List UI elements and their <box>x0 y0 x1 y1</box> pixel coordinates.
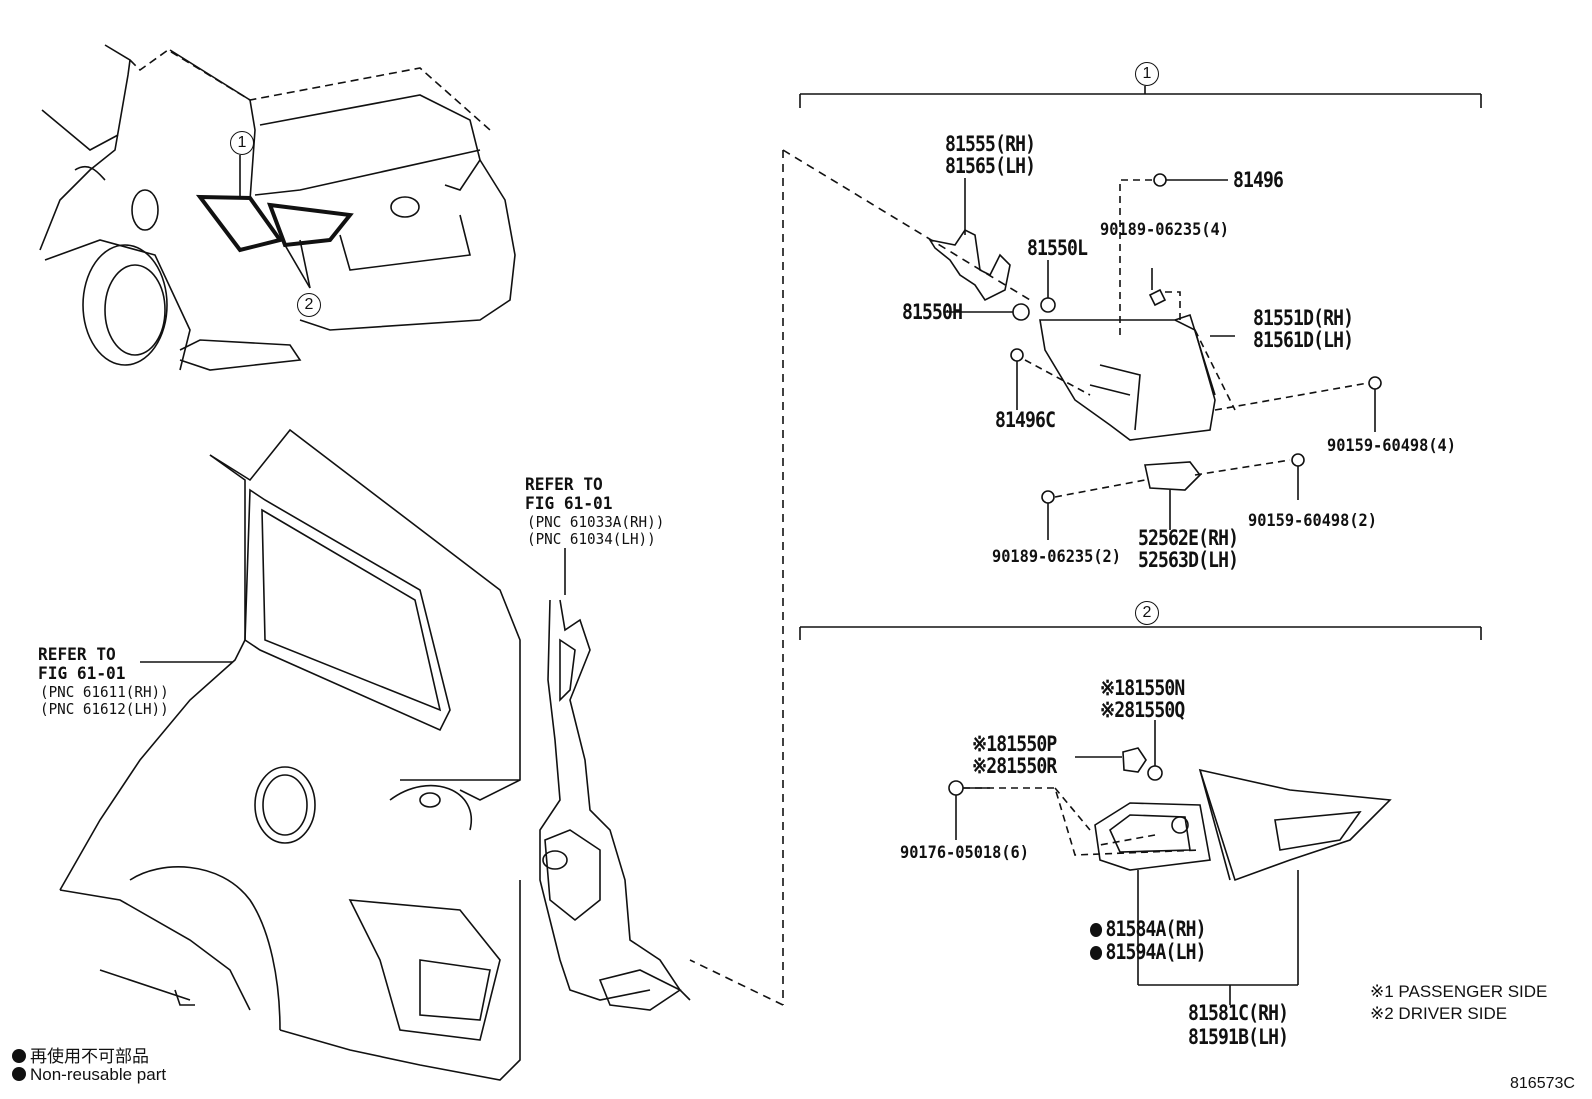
part-81584A: 81584A(RH) <box>1090 919 1206 940</box>
refer-a-line4: (PNC 61034(LH)) <box>527 530 656 548</box>
group1-bracket <box>799 86 1482 108</box>
part-52562E: 52562E(RH) <box>1138 526 1239 550</box>
group1-parts <box>928 173 1382 540</box>
quarter-panel-illustration <box>59 428 521 1081</box>
refer-b-line4: (PNC 61612(LH)) <box>40 700 169 718</box>
refer-b-line3: (PNC 61611(RH)) <box>40 683 169 701</box>
part-81550Q: ※281550Q <box>1100 698 1185 722</box>
part-81550P: ※181550P <box>972 732 1057 756</box>
vehicle-callout-2: 2 <box>297 293 321 317</box>
callout-2: 2 <box>1135 601 1159 625</box>
callout-1: 1 <box>1135 62 1159 86</box>
part-81561D: 81561D(LH) <box>1253 328 1354 352</box>
part-81550H: 81550H <box>902 300 963 324</box>
part-52563D: 52563D(LH) <box>1138 548 1239 572</box>
part-90159-60498-2: 90159-60498(2) <box>1248 511 1377 531</box>
figure-id: 816573C <box>1510 1075 1575 1092</box>
note-driver-side: ※2 DRIVER SIDE <box>1370 1004 1508 1023</box>
part-81496C: 81496C <box>995 408 1056 432</box>
legend-nonreusable-en: Non-reusable part <box>12 1065 166 1085</box>
note-passenger-side: ※1 PASSENGER SIDE <box>1370 982 1548 1001</box>
part-81581C: 81581C(RH) <box>1188 1001 1289 1025</box>
part-81591B: 81591B(LH) <box>1188 1025 1289 1049</box>
legend-dot-icon <box>12 1067 26 1081</box>
part-81594A-text: 81594A(LH) <box>1105 940 1206 964</box>
part-81550N: ※181550N <box>1100 676 1185 700</box>
link-dashed-lines <box>689 149 1031 1006</box>
legend-nonreusable-jp: 再使用不可部品 <box>12 1042 149 1067</box>
vehicle-callout-1: 1 <box>230 131 254 155</box>
part-81550L: 81550L <box>1027 236 1088 260</box>
refer-b-line2: FIG 61-01 <box>38 664 126 684</box>
pillar-reinforcement-illustration <box>539 599 691 1011</box>
refer-a-line2: FIG 61-01 <box>525 494 613 514</box>
part-90159-60498-4: 90159-60498(4) <box>1327 436 1456 456</box>
group2-parts <box>948 720 1392 1005</box>
legend-nonreusable-en-text: Non-reusable part <box>30 1065 167 1084</box>
part-81555: 81555(RH) <box>945 132 1036 156</box>
legend-dot-icon <box>12 1049 26 1063</box>
part-81594A: 81594A(LH) <box>1090 942 1206 963</box>
part-90176-05018-6: 90176-05018(6) <box>900 843 1029 863</box>
part-81550R: ※281550R <box>972 754 1057 778</box>
legend-nonreusable-jp-text: 再使用不可部品 <box>30 1047 149 1066</box>
part-81584A-text: 81584A(RH) <box>1105 917 1206 941</box>
group2-bracket <box>799 626 1482 640</box>
vehicle-rear-illustration <box>39 44 516 371</box>
non-reusable-dot-icon <box>1090 946 1103 960</box>
part-90189-06235-4: 90189-06235(4) <box>1100 220 1229 240</box>
refer-b-line1: REFER TO <box>38 645 116 665</box>
part-90189-06235-2: 90189-06235(2) <box>992 547 1121 567</box>
refer-a-line1: REFER TO <box>525 475 603 495</box>
part-81551D: 81551D(RH) <box>1253 306 1354 330</box>
non-reusable-dot-icon <box>1090 923 1103 937</box>
refer-a-line3: (PNC 61033A(RH)) <box>527 513 665 531</box>
part-81496: 81496 <box>1233 168 1284 192</box>
part-81565: 81565(LH) <box>945 154 1036 178</box>
